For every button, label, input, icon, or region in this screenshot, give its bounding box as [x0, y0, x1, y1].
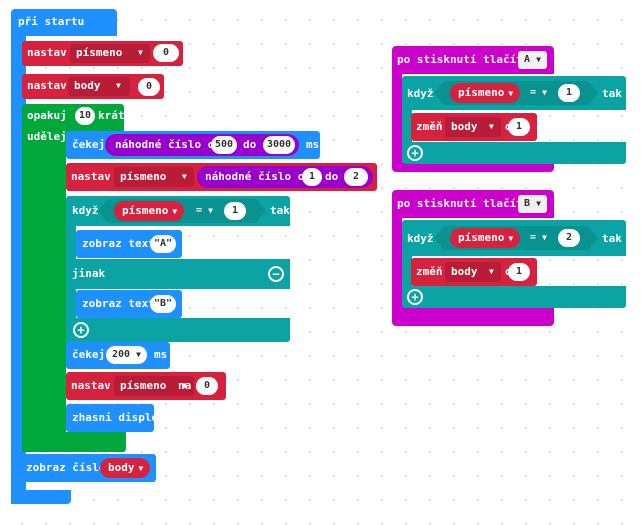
- button-dropdown[interactable]: B ▼: [518, 195, 547, 213]
- chevron-down-icon: ▼: [508, 234, 514, 243]
- add-branch-icon[interactable]: +: [407, 145, 423, 161]
- add-branch-icon[interactable]: +: [407, 289, 423, 305]
- random-number-block[interactable]: náhodné číslo od do: [197, 166, 373, 188]
- number-input[interactable]: 0: [196, 377, 218, 395]
- change-value-input[interactable]: 1: [508, 118, 530, 136]
- chevron-down-icon: ▼: [536, 55, 541, 64]
- chevron-down-icon: ▼: [489, 122, 494, 131]
- clear-screen-block[interactable]: zhasni displej: [66, 404, 165, 432]
- variable-dropdown[interactable]: body ▼: [68, 77, 130, 96]
- operator-dropdown[interactable]: = ▼: [530, 232, 547, 243]
- variable-dropdown[interactable]: písmeno ▼: [114, 167, 194, 187]
- remove-else-icon[interactable]: −: [268, 266, 284, 282]
- variable-dropdown[interactable]: písmeno ▼: [114, 376, 194, 396]
- on-start-header: při startu: [18, 15, 85, 28]
- compare-value-input[interactable]: 1: [558, 84, 580, 102]
- change-value-input[interactable]: 1: [508, 263, 530, 281]
- random-to-input[interactable]: 2: [344, 168, 368, 186]
- change-body-block[interactable]: změň body ▼ o: [411, 113, 537, 141]
- variable-pismeno[interactable]: písmeno▼: [450, 228, 520, 248]
- chevron-down-icon: ▼: [138, 48, 143, 57]
- repeat-count-input[interactable]: 10: [75, 107, 95, 125]
- compare-value-input[interactable]: 2: [558, 229, 580, 247]
- chevron-down-icon: ▼: [182, 381, 187, 390]
- variable-dropdown[interactable]: body ▼: [445, 117, 501, 137]
- operator-dropdown[interactable]: = ▼: [196, 205, 213, 216]
- chevron-down-icon: ▼: [536, 199, 541, 208]
- string-input[interactable]: "B": [150, 295, 176, 313]
- chevron-down-icon: ▼: [182, 172, 187, 181]
- chevron-down-icon: ▼: [208, 206, 213, 215]
- button-dropdown[interactable]: A ▼: [518, 51, 547, 69]
- operator-dropdown[interactable]: = ▼: [530, 87, 547, 98]
- variable-pismeno[interactable]: písmeno▼: [450, 83, 520, 103]
- chevron-down-icon: ▼: [489, 267, 494, 276]
- random-number-block[interactable]: náhodné číslo od do: [105, 134, 299, 156]
- random-from-input[interactable]: 1: [302, 168, 322, 186]
- add-branch-icon[interactable]: +: [73, 322, 89, 338]
- chevron-down-icon: ▼: [172, 207, 178, 216]
- set-pismeno-block-2[interactable]: nastav písmeno ▼ na: [66, 372, 226, 400]
- variable-dropdown[interactable]: písmeno ▼: [70, 44, 150, 63]
- chevron-down-icon: ▼: [542, 88, 547, 97]
- compare-value-input[interactable]: 1: [224, 202, 246, 220]
- random-from-input[interactable]: 500: [211, 136, 237, 154]
- chevron-down-icon: ▼: [542, 233, 547, 242]
- chevron-down-icon: ▼: [138, 464, 144, 473]
- variable-pismeno[interactable]: písmeno▼: [114, 201, 184, 221]
- string-input[interactable]: "A": [150, 235, 176, 253]
- chevron-down-icon: ▼: [136, 350, 141, 359]
- chevron-down-icon: ▼: [508, 89, 514, 98]
- chevron-down-icon: ▼: [116, 81, 121, 90]
- number-input[interactable]: 0: [138, 78, 160, 96]
- pause-duration-dropdown[interactable]: 200 ▼: [106, 346, 147, 364]
- variable-body[interactable]: body▼: [100, 458, 150, 478]
- set-body-block[interactable]: nastav body ▼ na: [22, 74, 164, 99]
- variable-dropdown[interactable]: body ▼: [445, 262, 501, 282]
- number-input[interactable]: 0: [153, 44, 179, 62]
- random-to-input[interactable]: 3000: [263, 136, 295, 154]
